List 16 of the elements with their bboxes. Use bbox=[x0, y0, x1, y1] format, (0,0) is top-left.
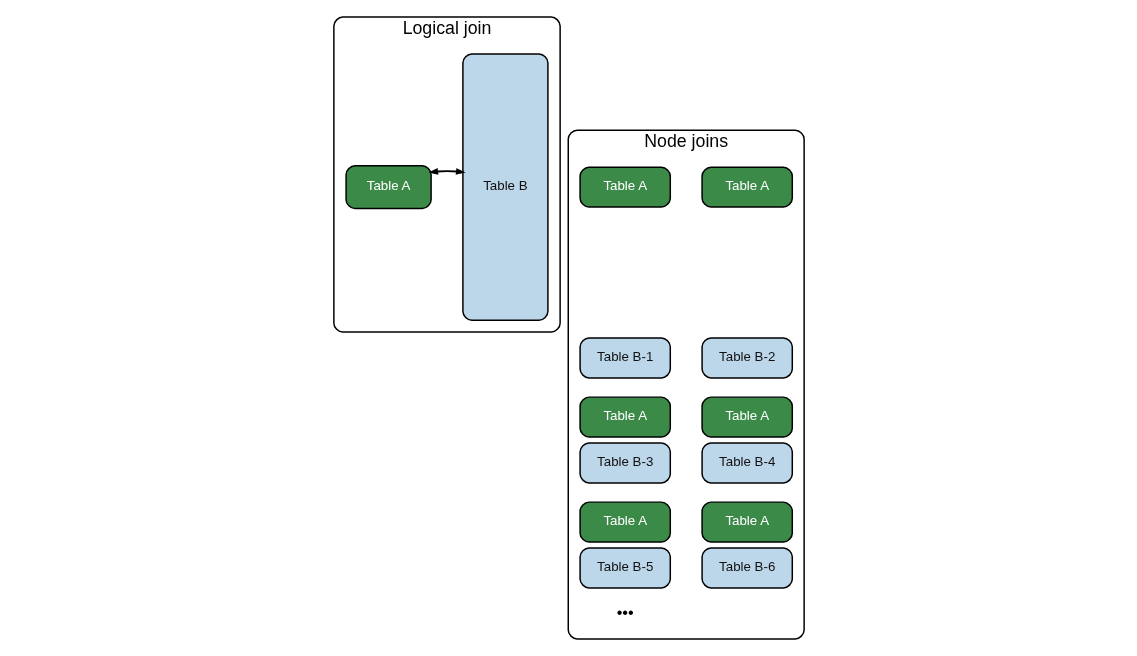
node-box: Table A bbox=[700, 396, 793, 438]
arrow bbox=[428, 168, 466, 175]
node-box: Table B-3 bbox=[578, 442, 671, 484]
node-box: Table A bbox=[578, 396, 671, 438]
node-box: Table A bbox=[344, 164, 432, 210]
label: ••• bbox=[616, 602, 634, 621]
node-box: Table B-4 bbox=[700, 442, 793, 484]
node-box: Table A bbox=[578, 166, 671, 208]
node-box: Table B-2 bbox=[700, 337, 793, 379]
node-box: Table B-6 bbox=[700, 547, 793, 589]
node-box: Table B-1 bbox=[578, 337, 671, 379]
node-box: Table A bbox=[578, 501, 671, 543]
node-box: Table A bbox=[700, 501, 793, 543]
node-box: Table B-5 bbox=[578, 547, 671, 589]
node-box: Table B bbox=[461, 53, 549, 321]
node-box: Table A bbox=[700, 166, 793, 208]
